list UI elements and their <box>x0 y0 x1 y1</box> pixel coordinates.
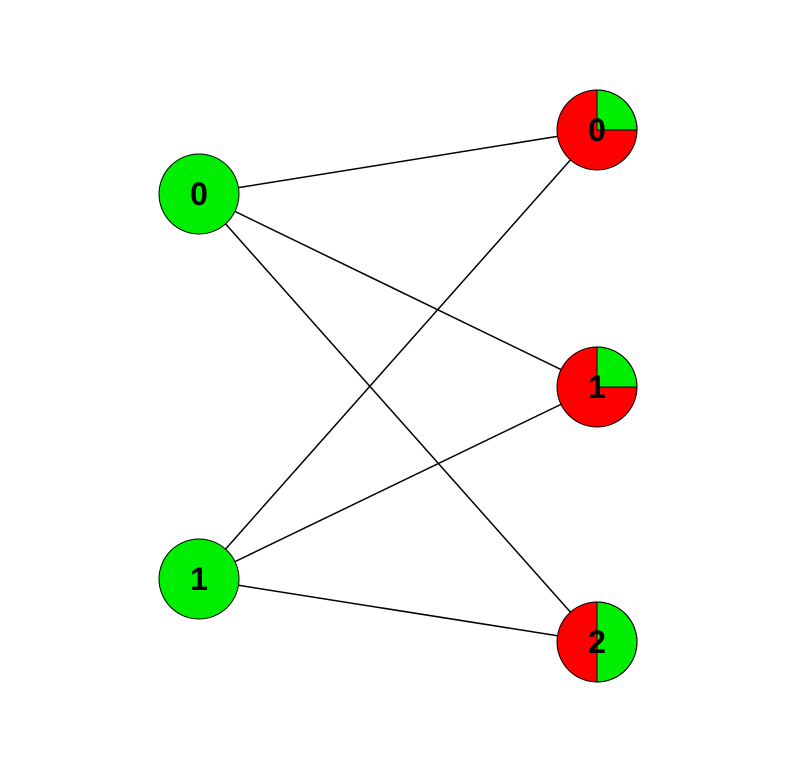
left-node-label: 0 <box>190 176 208 212</box>
left-node-circle <box>158 538 240 620</box>
right-node-1: 1 <box>556 346 638 428</box>
right-node-0: 0 <box>556 89 638 171</box>
right-node-outline <box>556 346 638 428</box>
right-node-label: 0 <box>588 112 606 148</box>
edges-layer <box>224 135 572 637</box>
edge-L1-R2 <box>238 584 558 637</box>
left-node-0: 0 <box>158 153 240 235</box>
right-node-2: 2 <box>556 601 638 683</box>
right-node-label: 2 <box>588 624 606 660</box>
left-node-label: 1 <box>190 561 208 597</box>
edge-L0-R2 <box>225 223 571 613</box>
edge-L1-R0 <box>224 159 572 550</box>
edge-L0-R0 <box>238 135 558 189</box>
left-node-circle <box>158 153 240 235</box>
right-node-label: 1 <box>588 369 606 405</box>
left-node-1: 1 <box>158 538 240 620</box>
right-node-outline <box>556 89 638 171</box>
right-node-outline <box>556 601 638 683</box>
edge-L0-R1 <box>234 210 562 371</box>
nodes-layer: 0 1 0 1 2 <box>158 89 638 683</box>
edge-L1-R1 <box>234 403 562 563</box>
